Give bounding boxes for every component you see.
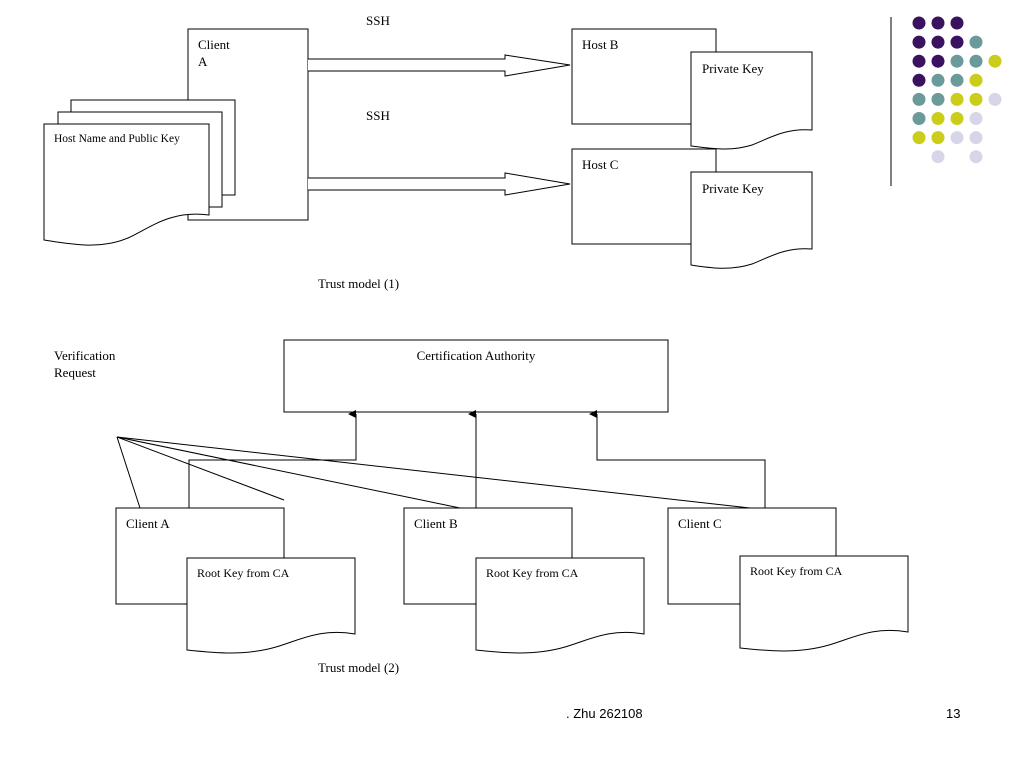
client-a-to-ca-line (188, 410, 357, 508)
ssh-arrow-to-host-b (308, 54, 571, 77)
decor-dot (912, 92, 926, 106)
decor-dot (931, 92, 945, 106)
verification-line-b (116, 436, 461, 509)
decor-dot (931, 112, 945, 125)
decor-dot (969, 73, 983, 87)
decor-dot (950, 16, 964, 30)
ssh-arrow-to-host-c (308, 172, 571, 196)
host-doc-page-front (43, 123, 210, 246)
host-doc-label: Host Name and Public Key (54, 133, 180, 145)
verification-line-a2 (116, 436, 285, 501)
root-key-c-doc (739, 555, 909, 652)
footer-author: . Zhu 262108 (566, 706, 643, 721)
decor-dot (912, 73, 926, 87)
root-key-a-doc (186, 557, 356, 654)
decor-dot (969, 150, 983, 164)
trust-model-2-caption: Trust model (2) (318, 660, 400, 675)
decor-dot (969, 35, 983, 49)
decor-dot (950, 35, 964, 49)
root-key-a-label: Root Key from CA (197, 566, 290, 580)
decor-dot (950, 73, 964, 87)
host-c-label: Host C (582, 157, 619, 172)
root-key-b-label: Root Key from CA (486, 566, 579, 580)
decor-dot (950, 131, 964, 145)
ca-box (283, 339, 669, 413)
decor-dot (912, 35, 926, 49)
client-b-label: Client B (414, 516, 458, 531)
ssh-label-top: SSH (366, 13, 390, 28)
client-a-label: Client A (126, 516, 170, 531)
root-key-b-doc (475, 557, 645, 654)
client-c-label: Client C (678, 516, 722, 531)
decor-dot (950, 54, 964, 68)
private-key-b-doc (690, 51, 813, 150)
decor-dot (988, 92, 1002, 106)
decor-dot (969, 112, 983, 125)
decor-dot (988, 54, 1002, 68)
client-c-to-ca-line (589, 410, 766, 508)
decor-dot (931, 150, 945, 164)
ca-label: Certification Authority (416, 348, 536, 363)
host-b-label: Host B (582, 37, 619, 52)
decor-dot (931, 131, 945, 145)
decor-dot-grid (912, 16, 1002, 164)
decor-dot (969, 131, 983, 145)
decor-dot (912, 16, 926, 30)
root-key-c-label: Root Key from CA (750, 564, 843, 578)
private-key-c-doc (690, 171, 813, 269)
decor-dot (931, 35, 945, 49)
verification-line-c (116, 436, 751, 509)
decor-dot (931, 16, 945, 30)
ssh-label-bottom: SSH (366, 108, 390, 123)
decor-dot (912, 112, 926, 125)
trust-model-1-caption: Trust model (1) (318, 276, 400, 291)
private-key-c-label: Private Key (702, 181, 764, 196)
decor-dot (912, 131, 926, 145)
private-key-b-label: Private Key (702, 61, 764, 76)
decor-dot (969, 54, 983, 68)
decor-dot (969, 92, 983, 106)
verification-request-label: Verification Request (54, 348, 116, 380)
decor-dot (912, 54, 926, 68)
client-label: Client A (198, 37, 230, 69)
decor-dot (931, 54, 945, 68)
decor-dot (931, 73, 945, 87)
verification-line-a1 (116, 436, 141, 509)
decor-dot (950, 92, 964, 106)
decor-dot (950, 112, 964, 125)
slide-number: 13 (946, 706, 961, 721)
